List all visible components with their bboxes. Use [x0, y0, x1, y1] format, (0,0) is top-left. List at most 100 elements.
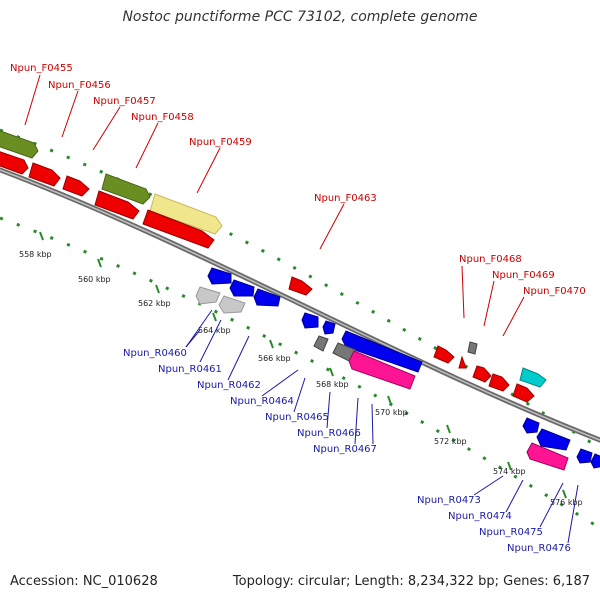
leader-line [461, 265, 465, 319]
gene-label-reverse[interactable]: Npun_R0473 [417, 495, 481, 506]
reverse-leader-lines [185, 309, 579, 544]
gene-arrow-red[interactable] [472, 365, 492, 383]
tick-label: 564 kbp [198, 326, 231, 335]
gene-arrow-red[interactable] [0, 150, 29, 175]
gene-arrow-blue[interactable] [207, 267, 232, 285]
accession-label: Accession: NC_010628 [10, 574, 158, 589]
tick-label: 570 kbp [375, 408, 408, 417]
leader-line [505, 479, 524, 513]
tick-label: 574 kbp [493, 467, 526, 476]
tick-mark [97, 258, 102, 268]
gene-label-forward[interactable]: Npun_F0463 [314, 193, 377, 204]
tick-label: 566 kbp [258, 354, 291, 363]
gene-label-reverse[interactable]: Npun_R0475 [479, 527, 543, 538]
gene-arrow-gray[interactable] [467, 341, 478, 355]
leader-line [196, 147, 221, 194]
gene-arrow-khaki[interactable] [149, 193, 223, 235]
gene-arrow-blue[interactable] [536, 428, 571, 451]
gene-arrow-blue[interactable] [576, 448, 593, 464]
gene-arrow-blue[interactable] [301, 312, 319, 329]
gene-label-forward[interactable]: Npun_F0455 [10, 63, 73, 74]
leader-line [354, 397, 359, 445]
tick-label: 576 kbp [550, 498, 583, 507]
gene-label-forward[interactable]: Npun_F0468 [459, 254, 522, 265]
gene-label-forward[interactable]: Npun_F0458 [131, 112, 194, 123]
gene-arrow-olive[interactable] [101, 173, 151, 205]
gene-arrow-red[interactable] [62, 175, 90, 197]
gene-arrow-blue[interactable] [253, 288, 281, 307]
gene-label-reverse[interactable]: Npun_R0474 [448, 511, 512, 522]
tick-label: 572 kbp [434, 437, 467, 446]
gene-label-forward[interactable]: Npun_F0469 [492, 270, 555, 281]
page-title: Nostoc punctiforme PCC 73102, complete g… [122, 9, 478, 25]
tick-label: 568 kbp [316, 380, 349, 389]
leader-line [473, 475, 504, 496]
tick-label: 558 kbp [19, 250, 52, 259]
leader-line [61, 90, 79, 138]
gene-label-forward[interactable]: Npun_F0457 [93, 96, 156, 107]
reverse-genes [195, 267, 600, 471]
gene-label-reverse[interactable]: Npun_R0460 [123, 348, 187, 359]
leader-line [326, 391, 331, 429]
tick-mark [562, 489, 567, 499]
genome-summary-label: Topology: circular; Length: 8,234,322 bp… [232, 574, 590, 589]
tick-mark [39, 231, 44, 241]
gene-arrow-red[interactable] [512, 383, 535, 403]
tick-mark [212, 312, 217, 322]
forward-gene-labels: Npun_F0455 Npun_F0456 Npun_F0457 Npun_F0… [10, 63, 586, 297]
gene-arrow-red[interactable] [28, 162, 61, 187]
leader-line [227, 335, 250, 381]
gene-arrow-red[interactable] [488, 373, 510, 392]
tick-mark [155, 284, 160, 294]
gene-arrow-red[interactable] [458, 355, 467, 369]
gene-label-forward[interactable]: Npun_F0470 [523, 286, 586, 297]
gene-arrow-pink[interactable] [526, 442, 569, 471]
gene-arrow-cyan[interactable] [519, 367, 547, 388]
gene-label-reverse[interactable]: Npun_R0476 [507, 543, 571, 554]
reverse-gene-labels: Npun_R0460 Npun_R0461 Npun_R0462 Npun_R0… [123, 348, 571, 554]
gene-arrow-blue[interactable] [322, 320, 336, 335]
gene-label-reverse[interactable]: Npun_R0461 [158, 364, 222, 375]
gene-arrow-blue[interactable] [522, 417, 540, 434]
gene-arrow-silver[interactable] [195, 286, 221, 305]
forward-leader-lines [24, 74, 525, 337]
leader-line [92, 106, 121, 151]
leader-line [502, 296, 525, 337]
leader-line [371, 403, 374, 445]
gene-label-reverse[interactable]: Npun_R0467 [313, 444, 377, 455]
genome-backbone-highlight [0, 169, 600, 441]
leader-line [185, 309, 213, 348]
gene-arrow-blue[interactable] [229, 279, 255, 297]
leader-line [24, 74, 41, 126]
gene-label-reverse[interactable]: Npun_R0465 [265, 412, 329, 423]
gene-arrow-red[interactable] [142, 209, 215, 249]
tick-labels: 558 kbp 560 kbp 562 kbp 564 kbp 566 kbp … [19, 250, 583, 507]
gene-arrow-red[interactable] [288, 276, 313, 296]
leader-line [199, 319, 222, 363]
gene-arrow-red[interactable] [433, 345, 455, 364]
gene-arrow-red[interactable] [94, 190, 140, 220]
leader-line [293, 377, 306, 413]
gene-arrow-pink[interactable] [348, 350, 416, 390]
gene-arrow-gray[interactable] [332, 342, 357, 363]
gene-label-reverse[interactable]: Npun_R0466 [297, 428, 361, 439]
gene-label-forward[interactable]: Npun_F0456 [48, 80, 111, 91]
tick-label: 560 kbp [78, 275, 111, 284]
tick-mark [387, 395, 392, 405]
gene-arrow-gray[interactable] [313, 335, 329, 352]
leader-line [261, 369, 299, 397]
gene-arrow-silver[interactable] [218, 295, 246, 314]
gene-arrow-olive[interactable] [0, 129, 39, 159]
gene-label-reverse[interactable]: Npun_R0462 [197, 380, 261, 391]
gene-arrow-blue[interactable] [590, 453, 600, 469]
gene-label-forward[interactable]: Npun_F0459 [189, 137, 252, 148]
tick-mark [446, 424, 451, 434]
genome-backbone [0, 167, 600, 443]
forward-genes [0, 129, 547, 403]
leader-line [539, 482, 564, 528]
tick-mark [269, 339, 274, 349]
gene-label-reverse[interactable]: Npun_R0464 [230, 396, 294, 407]
inner-dotted-track [0, 216, 600, 530]
